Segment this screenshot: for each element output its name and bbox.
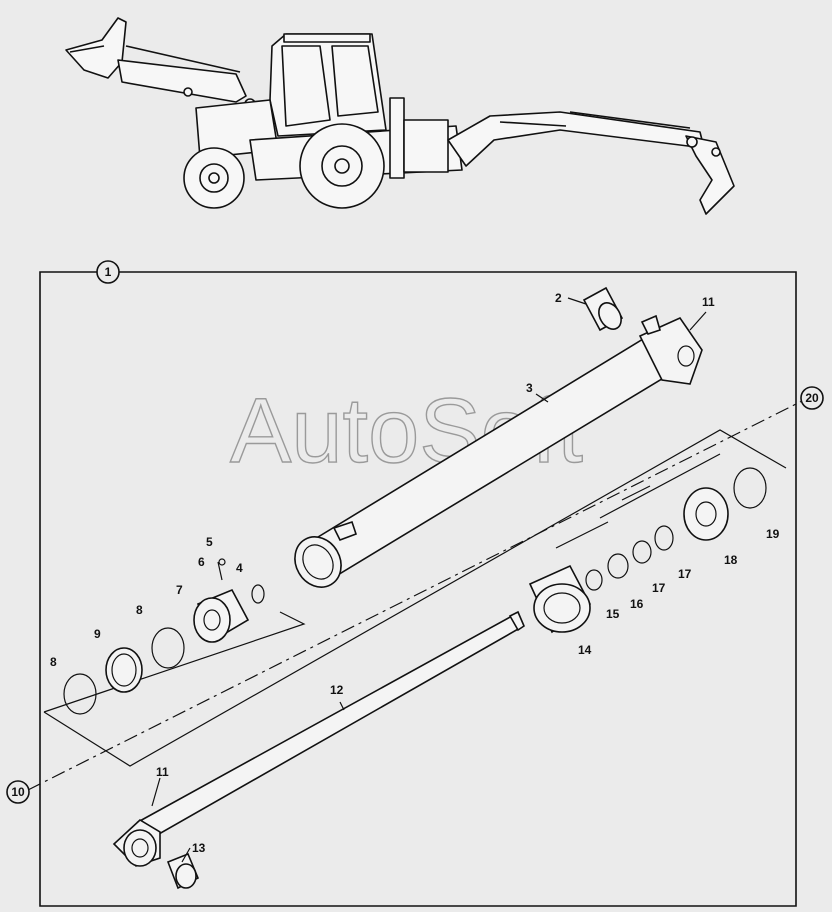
piston [193, 588, 250, 643]
main-kit-boundary [43, 429, 787, 767]
label-17a: 17 [652, 581, 666, 595]
svg-text:20: 20 [805, 391, 819, 405]
label-14: 14 [578, 643, 592, 657]
label-7: 7 [176, 583, 183, 597]
piston-seal-18 [683, 487, 729, 541]
bush-top [582, 286, 624, 332]
label-11-top: 11 [702, 295, 715, 309]
label-15: 15 [606, 607, 620, 621]
ring-15 [585, 569, 603, 591]
label-3: 3 [526, 381, 533, 395]
centerline-dash [27, 397, 809, 791]
label-4: 4 [236, 561, 243, 575]
callout-seal-kit: 10 [6, 780, 30, 804]
kit-guide-lines [27, 397, 809, 791]
ring-19 [733, 467, 767, 509]
label-18: 18 [724, 553, 738, 567]
label-19: 19 [766, 527, 780, 541]
ball-6 [217, 561, 223, 581]
o-ring-4 [251, 584, 265, 604]
piston-rod [112, 610, 525, 867]
label-16: 16 [630, 597, 644, 611]
callout-assembly: 1 [96, 260, 120, 284]
svg-text:1: 1 [105, 265, 112, 279]
kit-leader-lines [555, 453, 721, 549]
ring-17b [654, 525, 674, 551]
svg-text:10: 10 [11, 785, 25, 799]
part-number-labels: 2 11 3 5 6 4 7 8 9 8 12 11 13 14 15 16 1… [50, 291, 780, 855]
cylinder-gland [528, 564, 592, 634]
backhoe-loader-illustration [65, 17, 735, 215]
label-2: 2 [555, 291, 562, 305]
label-11-bottom: 11 [156, 765, 169, 779]
label-9: 9 [94, 627, 101, 641]
bush-bottom [166, 852, 200, 890]
assembly-frame [39, 271, 797, 907]
label-13: 13 [192, 841, 206, 855]
leader-lines [151, 297, 707, 863]
label-8-upper: 8 [136, 603, 143, 617]
seal-rings [63, 467, 767, 715]
label-12: 12 [330, 683, 344, 697]
cylinder-barrel [294, 314, 703, 588]
label-6: 6 [198, 555, 205, 569]
seal-kit-boundary [43, 611, 306, 713]
label-8-lower: 8 [50, 655, 57, 669]
wear-ring-8-lower [63, 673, 97, 715]
ring-17a [632, 540, 652, 564]
label-5: 5 [206, 535, 213, 549]
wear-ring-8-upper [151, 627, 185, 669]
label-17b: 17 [678, 567, 692, 581]
callout-main-kit: 20 [800, 386, 824, 410]
grub-screw-5 [218, 558, 226, 566]
ring-16 [607, 553, 629, 579]
